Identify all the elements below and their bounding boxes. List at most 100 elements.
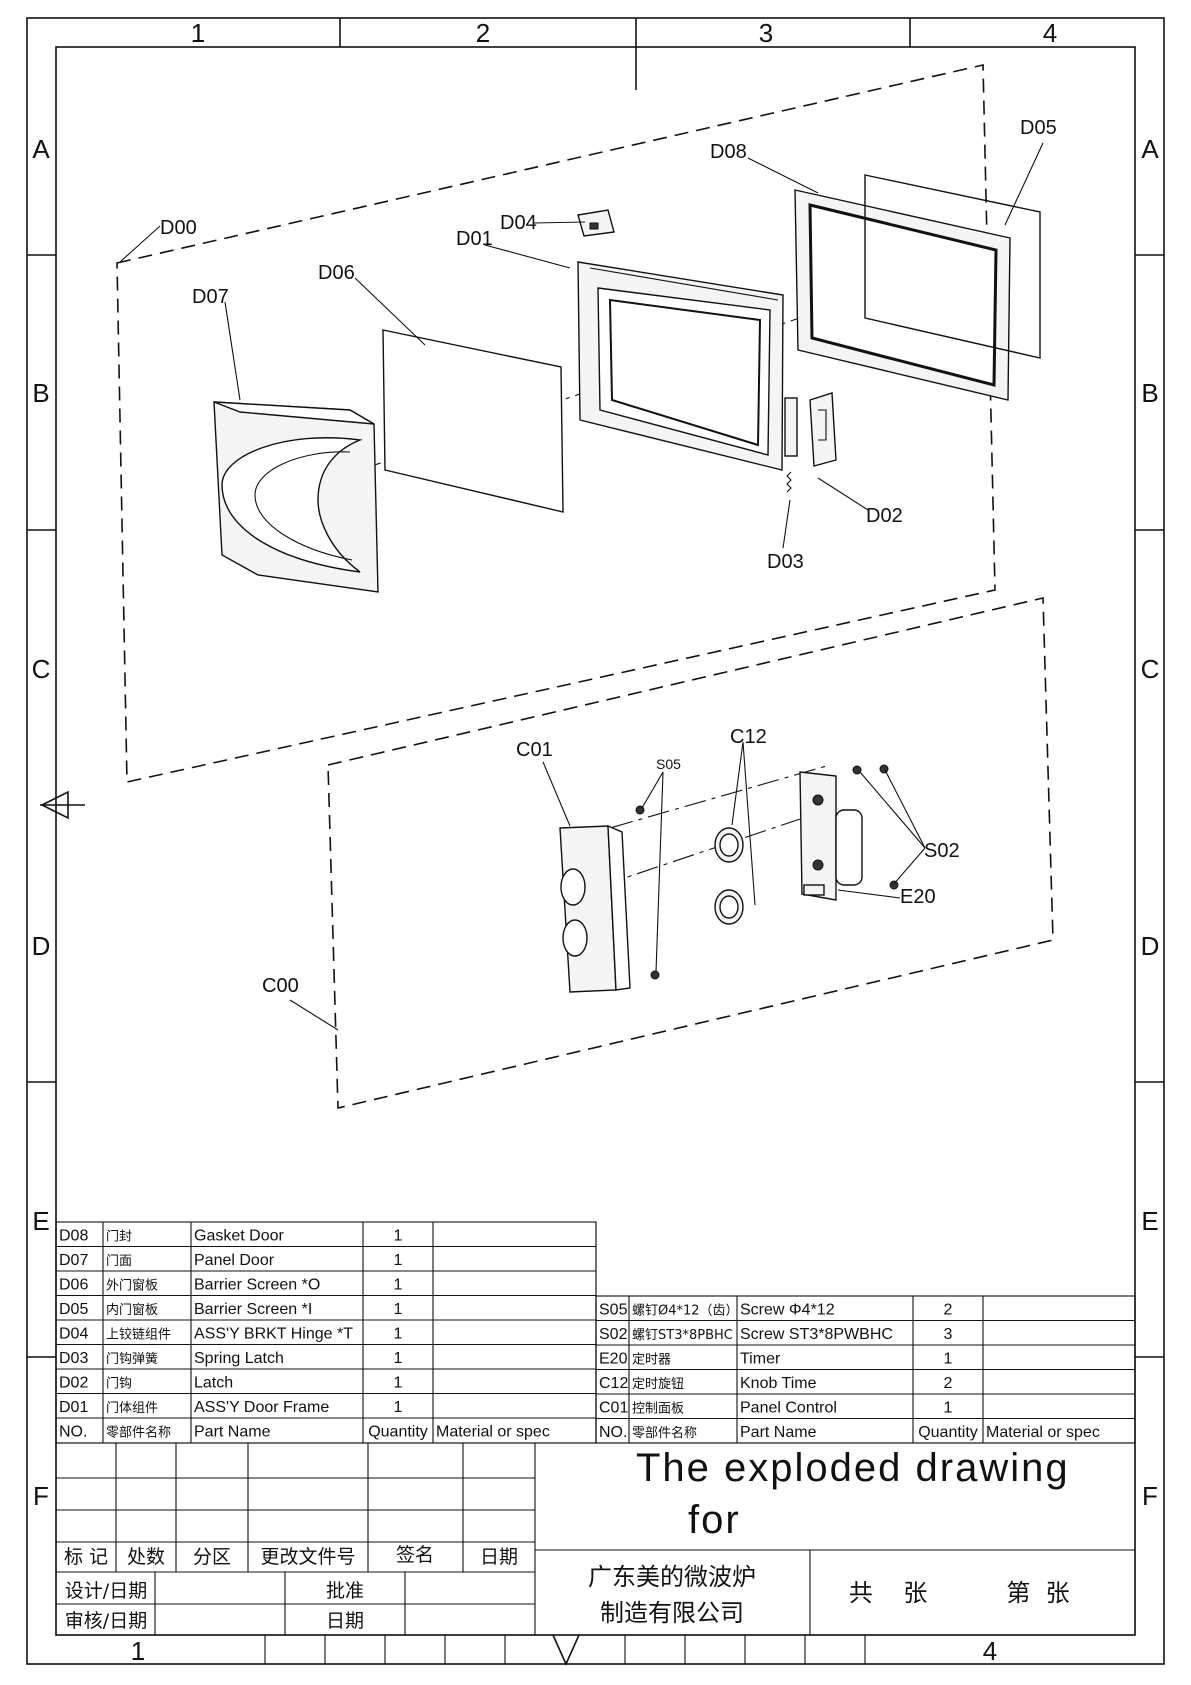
company-name-line2: 制造有限公司: [600, 1599, 744, 1627]
callout-s05: S05: [656, 756, 681, 772]
bom-cell-qty: 1: [944, 1351, 953, 1368]
review-date-label: 审核/日期: [65, 1610, 147, 1632]
bom-cell-cn: 外门窗板: [106, 1278, 158, 1294]
row-label-d-left: D: [32, 931, 51, 961]
company-name-line1: 广东美的微波炉: [588, 1563, 756, 1591]
bom-cell-cn: 门钩: [106, 1377, 132, 1392]
bom-cell-qty: 1: [394, 1399, 403, 1416]
col-label-1: 1: [191, 18, 205, 48]
bom-cell-qty: 1: [394, 1252, 403, 1269]
zone-labels: 1 2 3 4 1 4 A B C D E F A B C D E F: [32, 18, 1160, 1666]
callout-d06: D06: [318, 262, 355, 284]
row-label-a-right: A: [1141, 134, 1159, 164]
spring-latch-part: [786, 471, 792, 493]
row-label-a-left: A: [32, 134, 50, 164]
row-label-c-right: C: [1141, 654, 1160, 684]
bom-cell-name: Panel Control: [740, 1400, 837, 1417]
bom-cell-no: E20: [599, 1351, 628, 1368]
panel-control-part: [559, 824, 631, 993]
bom-cell-no: D07: [59, 1252, 88, 1269]
bom-header-cn: 零部件名称: [106, 1425, 171, 1441]
row-label-c-left: C: [32, 654, 51, 684]
bom-cell-qty: 1: [944, 1400, 953, 1417]
barrier-screen-outer-part: [382, 329, 564, 513]
bom-cell-name: Panel Door: [194, 1252, 275, 1269]
bom-header-name: Part Name: [740, 1424, 817, 1441]
bom-cell-no: D03: [59, 1350, 88, 1367]
bom-cell-qty: 1: [394, 1326, 403, 1343]
rev-header-change-doc: 更改文件号: [260, 1546, 355, 1568]
control-assembly-boundary: [327, 596, 1054, 1110]
door-frame-part: [577, 261, 798, 471]
barrier-screen-inner-part: [864, 174, 1041, 359]
bom-cell-cn: 螺钉Ø4*12（齿）: [632, 1304, 739, 1319]
design-date-label: 设计/日期: [65, 1580, 147, 1602]
sheet-number-label: 第 张: [1006, 1579, 1069, 1607]
callout-c12: C12: [730, 726, 767, 748]
callout-s02: S02: [924, 840, 960, 862]
bom-cell-qty: 2: [944, 1375, 953, 1392]
row-label-e-left: E: [32, 1206, 49, 1236]
bom-cell-qty: 3: [944, 1326, 953, 1343]
bom-cell-name: Timer: [740, 1351, 781, 1368]
bom-cell-cn: 门封: [106, 1230, 132, 1245]
callout-labels: D00 D07 D06 D01 D04 D08 D05 D02 D03 C01 …: [160, 117, 1057, 997]
bom-cell-no: S02: [599, 1326, 628, 1343]
callout-e20: E20: [900, 886, 936, 908]
total-sheets-label: 共 张: [849, 1579, 928, 1607]
bom-cell-name: Knob Time: [740, 1375, 817, 1392]
bom-cell-no: C12: [599, 1375, 628, 1392]
bom-cell-cn: 定时器: [632, 1353, 671, 1368]
bom-header-no: NO.: [599, 1424, 627, 1441]
bom-cell-qty: 1: [394, 1277, 403, 1294]
row-label-f-left: F: [33, 1481, 49, 1511]
bom-cell-name: Spring Latch: [194, 1350, 284, 1367]
timer-part: [799, 771, 863, 901]
bom-header-spec: Material or spec: [436, 1424, 550, 1441]
bom-cell-cn: 定时旋钮: [632, 1377, 684, 1392]
callout-d07: D07: [192, 286, 229, 308]
bom-cell-no: D04: [59, 1326, 88, 1343]
rev-header-count: 处数: [127, 1546, 165, 1568]
bom-cell-cn: 上铰链组件: [106, 1328, 171, 1343]
gasket-door-part: [794, 189, 1011, 401]
date-label: 日期: [326, 1610, 364, 1632]
callout-d02: D02: [866, 505, 903, 527]
bom-cell-no: D02: [59, 1375, 88, 1392]
bom-header-qty: Quantity: [368, 1424, 428, 1441]
row-label-d-right: D: [1141, 931, 1160, 961]
drawing-title-line1: The exploded drawing: [636, 1446, 1070, 1490]
rev-header-mark: 标 记: [64, 1546, 108, 1568]
rev-header-sign: 签名: [396, 1544, 434, 1566]
bom-header-name: Part Name: [194, 1424, 271, 1441]
bom-cell-no: D06: [59, 1277, 88, 1294]
bom-cell-name: Screw Φ4*12: [740, 1302, 835, 1319]
callout-d08: D08: [710, 141, 747, 163]
bom-cell-no: D08: [59, 1228, 88, 1245]
row-label-e-right: E: [1141, 1206, 1158, 1236]
bom-cell-name: Screw ST3*8PWBHC: [740, 1326, 893, 1343]
col-label-3: 3: [759, 18, 773, 48]
bom-cell-name: Latch: [194, 1375, 233, 1392]
panel-door-part: [213, 401, 379, 593]
bom-cell-qty: 2: [944, 1302, 953, 1319]
bom-cell-cn: 控制面板: [632, 1402, 684, 1417]
callout-d00: D00: [160, 217, 197, 239]
bom-cell-name: Gasket Door: [194, 1228, 284, 1245]
door-assembly-boundary: [116, 64, 996, 783]
leader-lines: [119, 142, 1044, 1031]
screw-s02-part: [852, 765, 862, 775]
bom-header-qty: Quantity: [918, 1424, 978, 1441]
control-assembly-group: [327, 596, 1054, 1110]
bom-cell-no: D01: [59, 1399, 88, 1416]
col-label-bottom-4: 4: [983, 1636, 997, 1666]
row-label-f-right: F: [1142, 1481, 1158, 1511]
bom-cell-cn: 螺钉ST3*8PBHC: [632, 1328, 733, 1343]
bom-cell-qty: 1: [394, 1350, 403, 1367]
bom-cell-name: Barrier Screen *O: [194, 1277, 320, 1294]
callout-d03: D03: [767, 551, 804, 573]
callout-c00: C00: [262, 975, 299, 997]
callout-d01: D01: [456, 228, 493, 250]
